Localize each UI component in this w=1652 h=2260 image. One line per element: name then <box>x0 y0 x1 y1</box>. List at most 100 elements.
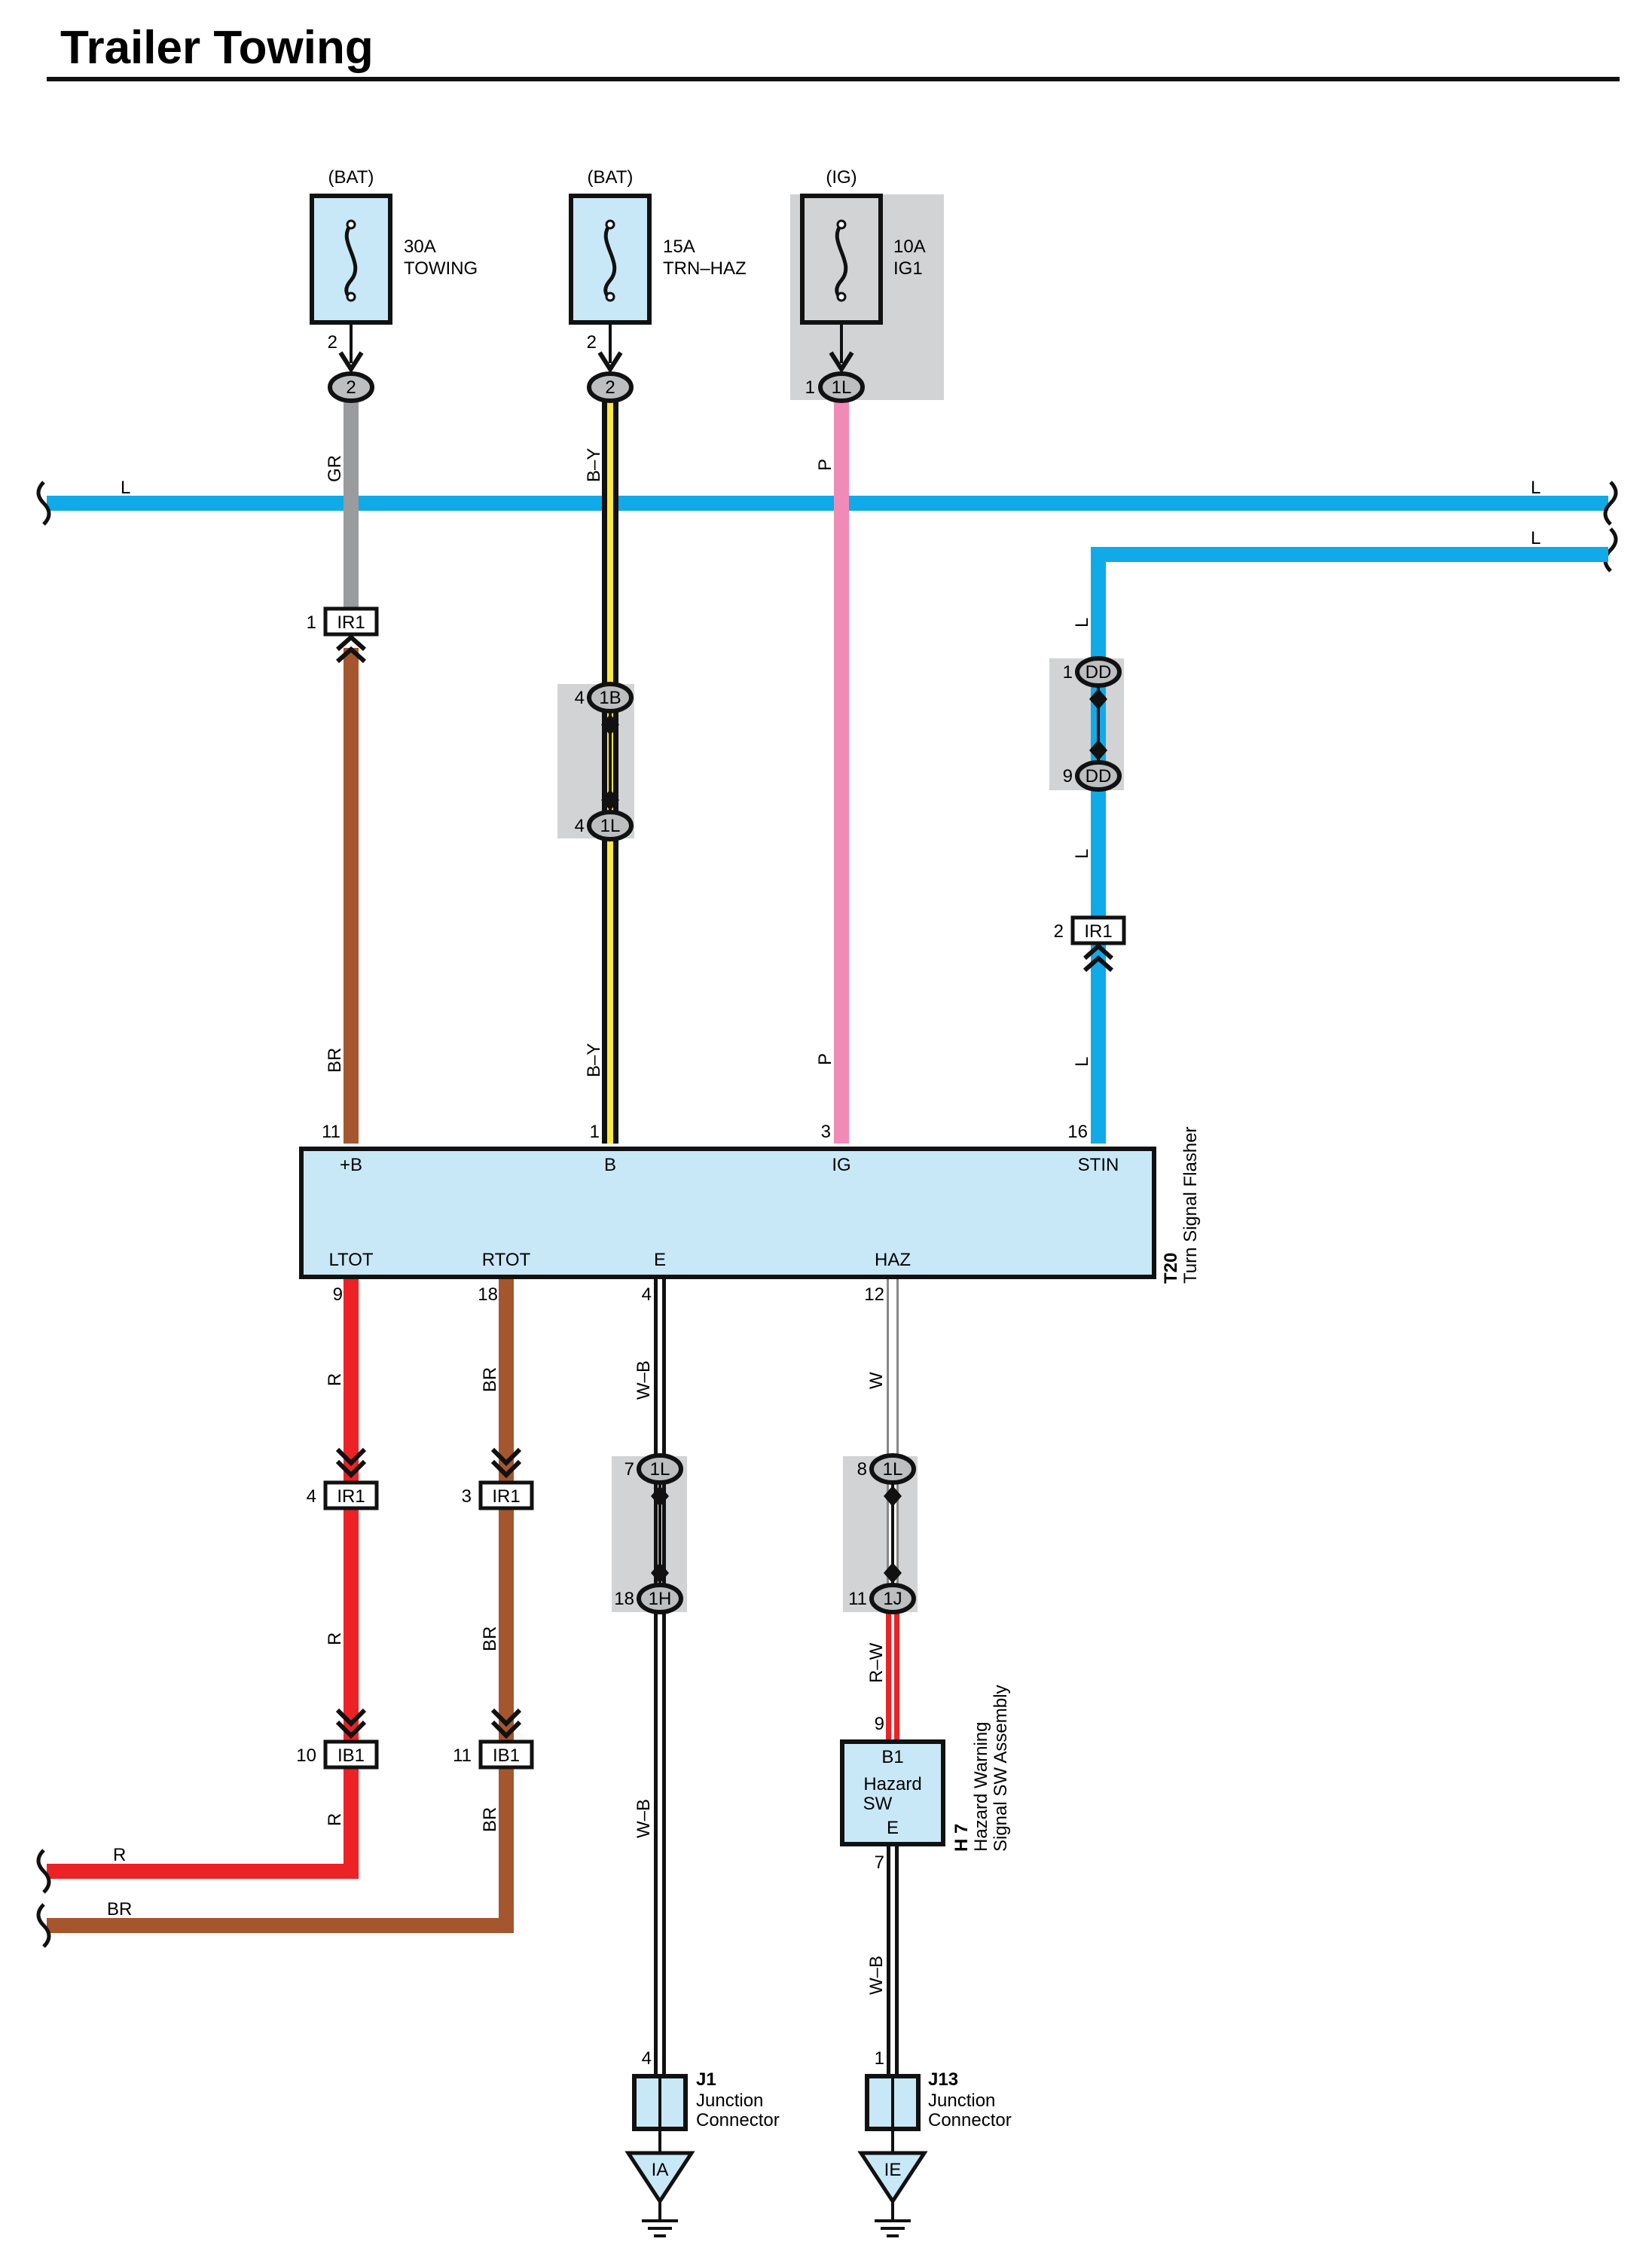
svg-text:B–Y: B–Y <box>584 448 604 482</box>
svg-text:P: P <box>815 1053 835 1065</box>
svg-text:L: L <box>1531 528 1541 548</box>
svg-text:Junction: Junction <box>696 2090 763 2111</box>
connector-ir1-bplus: IR1 1 <box>307 606 379 664</box>
svg-text:L: L <box>1072 1057 1092 1067</box>
svg-text:3: 3 <box>821 1122 831 1142</box>
svg-text:IG: IG <box>832 1155 850 1175</box>
svg-text:1B: 1B <box>599 688 621 708</box>
svg-text:Junction: Junction <box>928 2090 995 2111</box>
connector-ir1-stin: IR1 2 <box>1054 915 1126 973</box>
svg-text:DD: DD <box>1086 662 1112 683</box>
svg-text:B: B <box>604 1155 616 1175</box>
svg-text:1L: 1L <box>883 1459 903 1480</box>
svg-text:R: R <box>113 1845 126 1865</box>
svg-text:R: R <box>325 1632 345 1645</box>
svg-text:GR: GR <box>325 455 345 482</box>
svg-text:HAZ: HAZ <box>875 1250 911 1270</box>
svg-text:IG1: IG1 <box>893 258 923 279</box>
svg-text:1H: 1H <box>649 1589 672 1609</box>
turn-signal-flasher: 11 1 3 16 +B B IG STIN LTOT RTOT E HAZ 9… <box>299 1122 1201 1305</box>
break-symbol <box>1603 527 1618 573</box>
svg-text:Signal SW Assembly: Signal SW Assembly <box>991 1685 1011 1852</box>
svg-text:2: 2 <box>346 377 356 398</box>
svg-text:TOWING: TOWING <box>404 258 478 279</box>
svg-text:15A: 15A <box>663 237 695 257</box>
connector-1l-1j: 1L 8 1J 11 <box>848 1453 916 1614</box>
svg-text:11: 11 <box>453 1745 472 1766</box>
svg-text:10A: 10A <box>893 237 926 257</box>
fuse-trn-haz: (BAT) 15A TRN–HAZ 2 2 <box>569 167 747 403</box>
svg-text:1L: 1L <box>650 1459 670 1480</box>
svg-text:LTOT: LTOT <box>328 1250 373 1270</box>
hazard-switch: 9 B1 Hazard SW E 7 H 7 Hazard Warning Si… <box>840 1685 1011 1873</box>
break-symbol <box>1603 481 1618 526</box>
svg-text:Turn Signal Flasher: Turn Signal Flasher <box>1180 1126 1201 1284</box>
svg-text:18: 18 <box>478 1284 498 1305</box>
connector-ib1-r: IB1 10 <box>296 1708 379 1770</box>
svg-text:7: 7 <box>624 1459 634 1480</box>
svg-text:4: 4 <box>642 1284 652 1305</box>
svg-text:1L: 1L <box>600 816 621 836</box>
svg-text:Hazard: Hazard <box>863 1774 921 1794</box>
svg-text:BR: BR <box>480 1807 500 1832</box>
svg-text:3: 3 <box>462 1486 472 1507</box>
wire-br-out <box>47 1913 514 1933</box>
wire-r-out <box>47 1859 359 1879</box>
svg-text:4: 4 <box>575 688 585 708</box>
svg-text:W–B: W–B <box>634 1361 654 1400</box>
svg-text:RTOT: RTOT <box>482 1250 531 1270</box>
svg-text:TRN–HAZ: TRN–HAZ <box>663 258 747 279</box>
svg-text:IE: IE <box>884 2160 902 2180</box>
svg-text:L: L <box>1072 849 1092 859</box>
fuse-ig1: (IG) 10A IG1 1 1L <box>800 167 926 403</box>
wire-l-stin <box>1091 547 1608 1144</box>
svg-text:R: R <box>325 1813 345 1826</box>
svg-text:12: 12 <box>864 1284 884 1305</box>
svg-text:J1: J1 <box>696 2069 716 2090</box>
svg-text:B1: B1 <box>881 1747 903 1767</box>
svg-text:+B: +B <box>340 1155 362 1175</box>
svg-text:(BAT): (BAT) <box>588 167 634 188</box>
svg-text:IR1: IR1 <box>1084 921 1112 942</box>
svg-text:IA: IA <box>652 2160 669 2180</box>
break-symbol <box>36 1849 51 1894</box>
svg-text:W: W <box>866 1372 887 1389</box>
svg-text:IR1: IR1 <box>492 1486 520 1507</box>
break-symbol <box>36 481 51 526</box>
svg-text:9: 9 <box>875 1714 884 1734</box>
junction-j1: 4 J1 Junction Connector IA <box>624 2048 780 2237</box>
svg-text:(IG): (IG) <box>826 167 857 188</box>
connector-ir1-ltot: IR1 4 <box>307 1447 379 1510</box>
svg-text:E: E <box>654 1250 666 1270</box>
wire-labels: L L L GR B–Y P L L L BR B–Y P R BR W–B W… <box>107 448 1541 1995</box>
svg-text:IB1: IB1 <box>337 1745 365 1766</box>
svg-text:11: 11 <box>848 1589 867 1609</box>
svg-text:T20: T20 <box>1161 1253 1181 1284</box>
svg-text:(BAT): (BAT) <box>328 167 374 188</box>
svg-text:IR1: IR1 <box>337 1486 365 1507</box>
svg-text:B–Y: B–Y <box>584 1043 604 1077</box>
svg-text:16: 16 <box>1067 1122 1088 1142</box>
svg-text:E: E <box>887 1818 899 1838</box>
svg-text:1: 1 <box>307 612 316 633</box>
svg-text:18: 18 <box>614 1589 634 1609</box>
svg-text:11: 11 <box>322 1122 340 1142</box>
svg-text:7: 7 <box>875 1852 884 1873</box>
svg-text:10: 10 <box>296 1745 316 1766</box>
svg-text:P: P <box>815 459 835 471</box>
svg-text:J13: J13 <box>928 2069 958 2090</box>
svg-text:L: L <box>1072 618 1092 628</box>
svg-text:Connector: Connector <box>928 2110 1012 2130</box>
svg-text:1: 1 <box>805 377 815 398</box>
svg-text:IR1: IR1 <box>337 612 365 633</box>
connector-1l-1h: 1L 7 1H 18 <box>614 1453 683 1614</box>
svg-text:R: R <box>325 1373 345 1386</box>
svg-text:1: 1 <box>1063 662 1073 683</box>
svg-text:1J: 1J <box>883 1589 902 1609</box>
connector-1b-1l: 1B 4 1L 4 <box>575 682 634 841</box>
connector-ib1-br: IB1 11 <box>453 1708 534 1770</box>
svg-text:R–W: R–W <box>866 1642 887 1683</box>
svg-text:IB1: IB1 <box>493 1745 520 1766</box>
